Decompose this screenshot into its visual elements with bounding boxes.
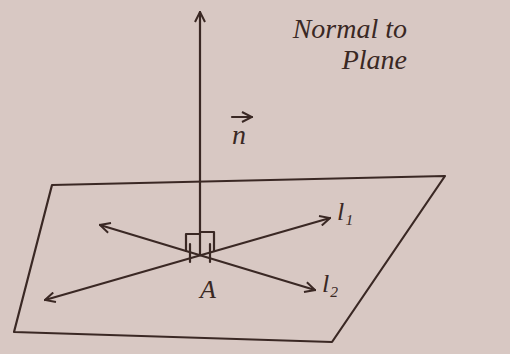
line-l1 <box>45 218 330 300</box>
right-angle-mark <box>209 244 211 262</box>
right-angle-mark <box>200 232 214 251</box>
right-angle-mark <box>186 234 200 251</box>
line-label: l₁ <box>337 198 353 227</box>
vector-arrow <box>232 116 252 118</box>
plane-outline <box>14 176 445 342</box>
point-label: A <box>200 276 216 305</box>
line-label: l₂ <box>322 270 338 299</box>
normal-label: Normal to Plane <box>262 14 407 76</box>
normal-vector <box>199 12 201 255</box>
vector-name: n <box>232 120 246 151</box>
right-angle-mark <box>189 244 191 262</box>
